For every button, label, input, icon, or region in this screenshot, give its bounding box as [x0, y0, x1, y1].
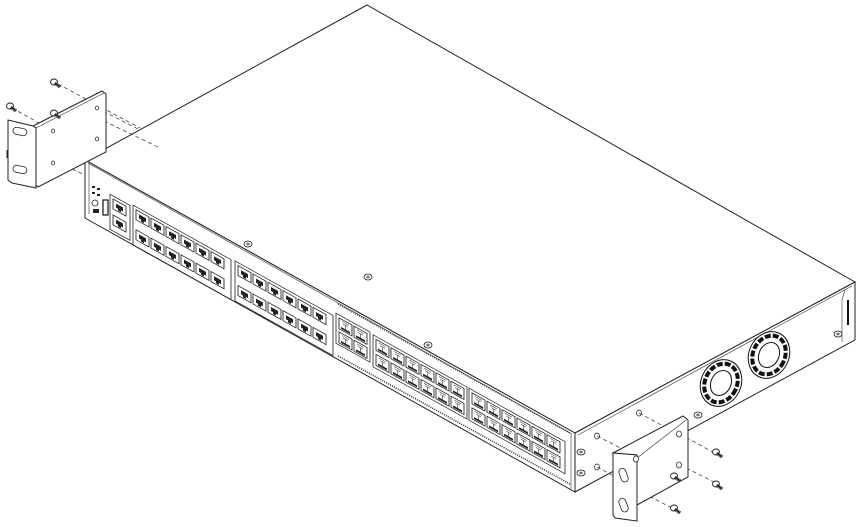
top-screw-icon [243, 240, 253, 248]
status-leds [92, 186, 100, 196]
screw-icon [48, 77, 62, 90]
left-bracket [6, 83, 161, 189]
top-screw-icon [363, 273, 373, 281]
sfp-port-block-2 [468, 387, 566, 475]
top-screw-icon [423, 341, 433, 349]
front-vent-grille [337, 303, 571, 434]
switch-chassis [83, 4, 857, 493]
screw-icon [710, 447, 724, 460]
reset-button-icon [91, 199, 99, 207]
side-screw-icon [576, 448, 586, 456]
rj45-port-block-1 [132, 204, 232, 301]
side-screw-icon [693, 411, 703, 419]
front-vent-grille [337, 355, 571, 485]
screw-icon [668, 503, 682, 516]
screw-icon [710, 479, 724, 492]
sfp-port-block-1 [372, 334, 468, 420]
console-port [102, 199, 109, 216]
rj45-port-block-2 [234, 260, 334, 357]
mgmt-port-block [109, 193, 131, 242]
side-screw-icon [576, 469, 586, 477]
fan-vent-2-icon [747, 331, 791, 379]
fan-vent-1-icon [699, 359, 743, 407]
screw-icon [4, 101, 18, 114]
right-bracket [596, 412, 719, 522]
sfp-combo-block [335, 312, 371, 363]
usb-port [93, 209, 99, 213]
side-screw-icon [833, 330, 843, 338]
